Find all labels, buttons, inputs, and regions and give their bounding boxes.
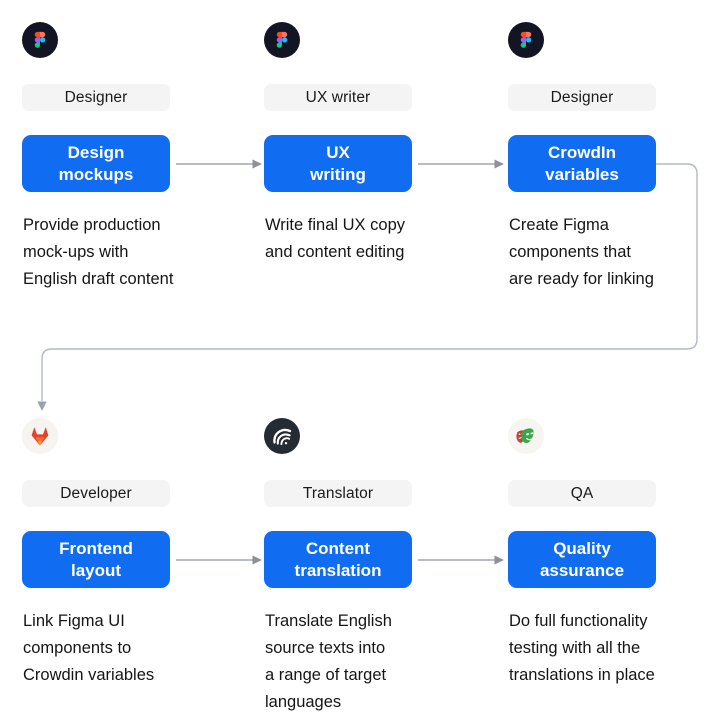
step-label-line: Content <box>305 538 371 558</box>
step-description: Write final UX copy and content editing <box>265 216 405 261</box>
step-description: Translate English source texts into a ra… <box>265 612 392 711</box>
step-label-line: Quality <box>553 538 611 558</box>
step-label-line: writing <box>310 164 366 184</box>
role-badge: UX writer <box>264 84 412 111</box>
step-label-line: Frontend <box>59 538 133 558</box>
step-label-line: Design <box>67 142 125 162</box>
role-badge: Designer <box>508 84 656 111</box>
step-label-line: translation <box>294 560 382 580</box>
step-description: Provide production mock-ups with English… <box>23 216 174 288</box>
step-label-line: CrowdIn <box>548 142 616 162</box>
playwright-icon <box>508 418 544 454</box>
step-description: Do full functionality testing with all t… <box>509 612 655 684</box>
role-badge: Developer <box>22 480 170 507</box>
arrow-frontend-to-translation <box>176 555 262 565</box>
role-badge: QA <box>508 480 656 507</box>
step-label-line: layout <box>70 560 122 580</box>
figma-icon <box>22 22 58 58</box>
step-description: Create Figma components that are ready f… <box>509 216 654 288</box>
step-description: Link Figma UI components to Crowdin vari… <box>23 612 155 684</box>
arrow-design-to-uxwriting <box>176 159 262 169</box>
figma-icon <box>508 22 544 58</box>
step-button-crowdin-variables: CrowdIn variables <box>508 135 656 192</box>
role-badge: Translator <box>264 480 412 507</box>
step-button-quality-assurance: Quality assurance <box>508 531 656 588</box>
step-label-line: UX <box>326 142 350 162</box>
step-label-line: variables <box>545 164 619 184</box>
gitlab-icon <box>22 418 58 454</box>
figma-icon <box>264 22 300 58</box>
arrow-uxwriting-to-crowdinvariables <box>418 159 504 169</box>
step-button-design-mockups: Design mockups <box>22 135 170 192</box>
crowdin-icon <box>264 418 300 454</box>
step-label-line: mockups <box>58 164 134 184</box>
arrow-translation-to-qa <box>418 555 504 565</box>
role-badge: Designer <box>22 84 170 111</box>
step-button-content-translation: Content translation <box>264 531 412 588</box>
step-button-ux-writing: UX writing <box>264 135 412 192</box>
step-button-frontend-layout: Frontend layout <box>22 531 170 588</box>
step-label-line: assurance <box>539 560 625 580</box>
